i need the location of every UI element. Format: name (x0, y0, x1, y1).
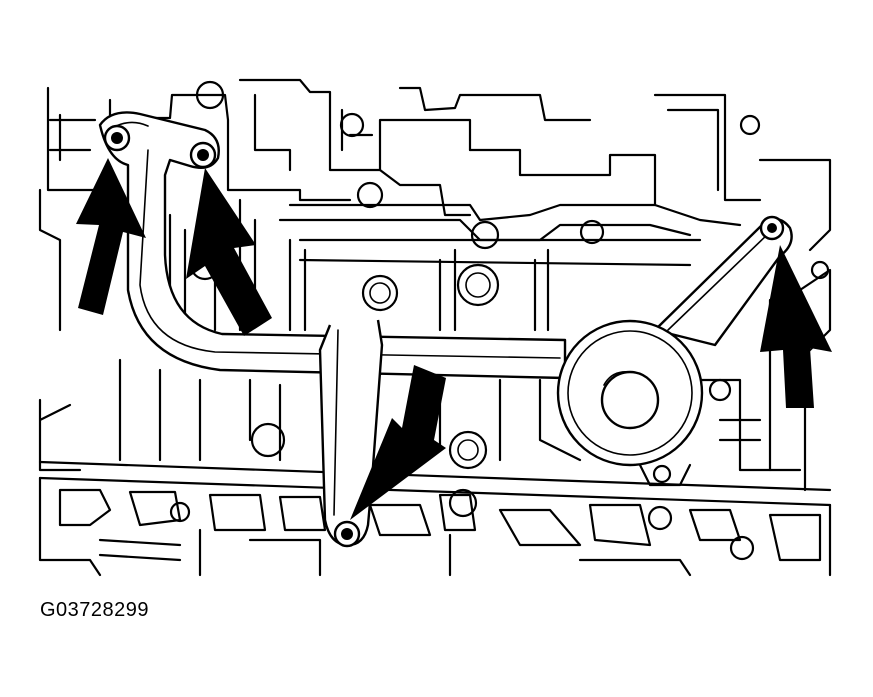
bolt-icon (191, 143, 215, 167)
bolt-icon (105, 126, 129, 150)
arrow-icon (186, 168, 272, 336)
arrow-icon (760, 245, 832, 408)
bolt-icon (335, 522, 359, 546)
engine-block-background (40, 80, 830, 490)
figure-code: G03728299 (40, 599, 150, 621)
oil-strainer (558, 219, 792, 485)
arrow-icon (76, 158, 146, 315)
oil-pan-rail (40, 462, 830, 575)
oil-pickup-tube (100, 112, 565, 378)
arrow-icon (350, 365, 446, 520)
bolt-icon (761, 217, 783, 239)
